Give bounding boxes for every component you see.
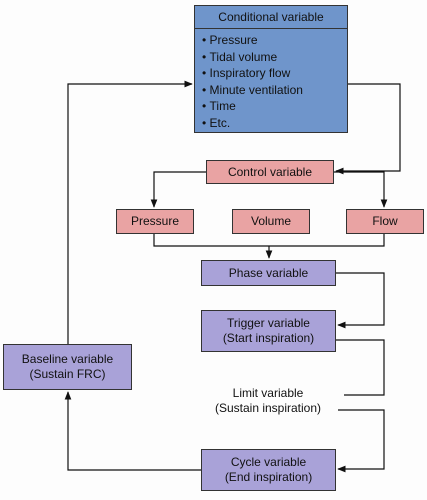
connector-trigger-to-limit: [336, 339, 385, 396]
limit-variable-label: Limit variable: [232, 386, 304, 400]
list-item: Tidal volume: [202, 49, 347, 66]
conditional-variable-box: Conditional variable Pressure Tidal volu…: [194, 5, 348, 133]
flow-box: Flow: [346, 209, 424, 234]
trigger-variable-note: (Start inspiration): [222, 331, 315, 345]
list-item: Time: [202, 98, 347, 115]
list-item: Minute ventilation: [202, 82, 347, 99]
connector-pressure-flow: [153, 234, 385, 247]
arrow-baseline-to-conditional: [67, 80, 193, 344]
limit-variable-text: Limit variable (Sustain inspiration): [198, 386, 338, 416]
conditional-variable-title: Conditional variable: [195, 6, 347, 29]
pressure-box: Pressure: [116, 209, 194, 234]
list-item: Inspiratory flow: [202, 65, 347, 82]
list-item: Pressure: [202, 32, 347, 49]
arrow-limit-to-cycle: [337, 409, 385, 473]
arrow-phase-to-trigger: [336, 272, 385, 329]
baseline-variable-label: Baseline variable: [21, 352, 114, 366]
limit-variable-note: (Sustain inspiration): [214, 401, 322, 415]
baseline-variable-box: Baseline variable (Sustain FRC): [3, 344, 132, 390]
trigger-variable-label: Trigger variable: [227, 316, 310, 330]
cycle-variable-label: Cycle variable: [230, 455, 307, 469]
conditional-variable-list: Pressure Tidal volume Inspiratory flow M…: [195, 29, 347, 131]
baseline-variable-note: (Sustain FRC): [29, 367, 106, 381]
list-item: Etc.: [202, 115, 347, 132]
volume-box: Volume: [232, 209, 310, 234]
arrow-conditional-to-control: [335, 83, 401, 175]
phase-variable-box: Phase variable: [201, 260, 336, 286]
cycle-variable-box: Cycle variable (End inspiration): [201, 449, 336, 491]
arrow-control-to-flow: [334, 171, 388, 208]
trigger-variable-box: Trigger variable (Start inspiration): [201, 310, 336, 352]
control-variable-box: Control variable: [206, 160, 334, 184]
cycle-variable-note: (End inspiration): [224, 470, 313, 484]
arrow-cycle-to-baseline: [64, 391, 201, 471]
arrow-control-to-pressure: [150, 171, 206, 208]
